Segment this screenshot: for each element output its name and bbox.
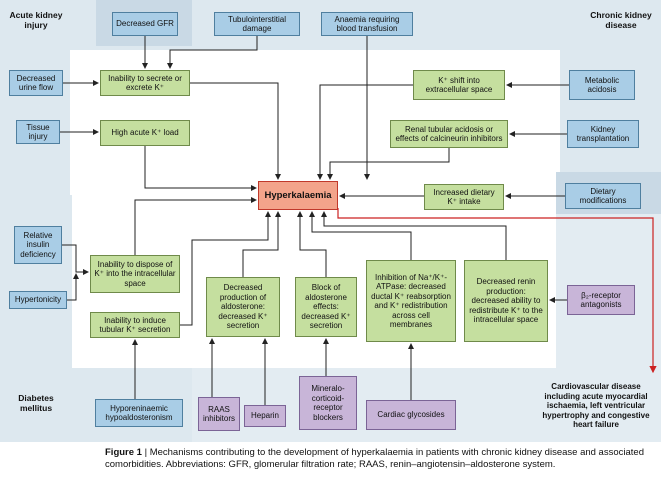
box-decreased-gfr: Decreased GFR: [112, 12, 178, 36]
box-hypertonicity: Hypertonicity: [9, 291, 67, 309]
arrow-aldoprod-to-hyperkalaemia: [242, 211, 281, 277]
arrow-atpase-to-hyperkalaemia: [309, 211, 412, 260]
box-heparin: Heparin: [244, 405, 286, 427]
figure-caption: Figure 1 | Mechanisms contributing to th…: [105, 447, 655, 471]
box-renal-tubular-acidosis: Renal tubular acidosis or effects of cal…: [390, 120, 508, 148]
box-metabolic-acidosis: Metabolic acidosis: [569, 70, 635, 100]
box-relative-insulin-deficiency: Relative insulin deficiency: [14, 226, 62, 264]
box-raas-inhibitors: RAAS inhibitors: [198, 397, 240, 431]
box-hyporeninaemic-hypoaldosteronism: Hyporeninaemic hypoaldosteronism: [95, 399, 183, 427]
box-dietary-modifications: Dietary modifications: [565, 183, 641, 209]
arrow-load-to-hyperkalaemia: [144, 146, 257, 191]
box-increased-dietary-intake: Increased dietary K⁺ intake: [424, 184, 504, 210]
box-cardiac-glycosides: Cardiac glycosides: [366, 400, 456, 430]
caption-text: | Mechanisms contributing to the develop…: [105, 447, 644, 470]
box-tissue-injury: Tissue injury: [16, 120, 60, 144]
cardiovascular-disease-note: Cardiovascular disease including acute m…: [542, 382, 650, 429]
box-decreased-renin: Decreased renin production: decreased ab…: [464, 260, 548, 342]
region-medication-right: [556, 195, 661, 368]
box-atpase-inhibition: Inhibition of Na⁺/K⁺-ATPase: decreased d…: [366, 260, 456, 342]
box-inability-dispose: Inability to dispose of K⁺ into the intr…: [90, 255, 180, 293]
box-kidney-transplantation: Kidney transplantation: [567, 120, 639, 148]
label-diabetes-mellitus: Diabetes mellitus: [18, 393, 54, 413]
box-aldosterone-block: Block of aldosterone effects: decreased …: [295, 277, 357, 337]
box-anaemia-transfusion: Anaemia requiring blood transfusion: [321, 12, 413, 36]
label-acute-kidney-injury: Acute kidney injury: [9, 10, 63, 30]
box-decreased-aldosterone-production: Decreased production of aldosterone: dec…: [206, 277, 280, 337]
box-decreased-urine-flow: Decreased urine flow: [9, 70, 63, 96]
box-inability-secrete: Inability to secrete or excrete K⁺: [100, 70, 190, 96]
arrow-secrete-to-hyperkalaemia: [190, 82, 281, 180]
box-inability-induce-secretion: Inability to induce tubular K⁺ secretion: [90, 312, 180, 338]
region-acute-kidney-injury: [0, 0, 70, 195]
arrow-rta-to-hyperkalaemia: [327, 148, 450, 180]
box-tubulointerstitial-damage: Tubulointerstitial damage: [214, 12, 300, 36]
box-beta2-antagonists: β₂-receptor antagonists: [567, 285, 635, 315]
arrow-renin-to-hyperkalaemia: [321, 211, 507, 260]
arrow-dispose-to-hyperkalaemia: [134, 197, 257, 255]
box-k-shift: K⁺ shift into extracellular space: [413, 70, 505, 100]
node-hyperkalaemia: Hyperkalaemia: [258, 181, 338, 210]
label-chronic-kidney-disease: Chronic kidney disease: [590, 10, 652, 30]
box-high-acute-load: High acute K⁺ load: [100, 120, 190, 146]
arrow-aldoblock-to-hyperkalaemia: [297, 211, 327, 277]
caption-label: Figure 1: [105, 447, 142, 458]
box-mineralocorticoid-blockers: Mineralo-corticoid-receptor blockers: [299, 376, 357, 430]
diagram-canvas: Acute kidney injury Chronic kidney disea…: [0, 0, 661, 442]
